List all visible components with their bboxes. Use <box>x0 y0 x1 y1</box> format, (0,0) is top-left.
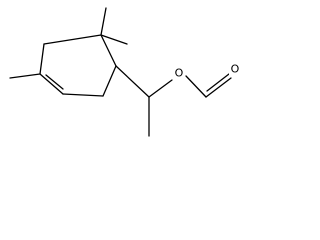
bond-ester-o-to-carbon <box>185 75 207 98</box>
bond-c4-c5 <box>102 65 117 97</box>
bond-c5-c6 <box>100 34 117 67</box>
bond-ring-to-chain <box>115 65 150 98</box>
bond-c3-c4 <box>62 93 104 97</box>
bond-chain-to-ester-o <box>148 79 173 98</box>
bond-carbonyl-double-outer <box>205 77 232 98</box>
ester-oxygen-bg <box>173 67 184 80</box>
bond-c2-c3-double <box>39 73 64 95</box>
bond-c6-c1 <box>43 34 102 45</box>
carbonyl-oxygen-label: O <box>231 63 240 76</box>
bond-c2-c3-double-inner <box>45 74 64 90</box>
bond-gem-methyl-1 <box>100 7 107 36</box>
bond-carbonyl-double-inner <box>206 73 230 92</box>
carbonyl-oxygen-bg <box>229 63 241 76</box>
bond-c1-c2 <box>39 43 45 75</box>
bond-ring-methyl <box>9 73 41 79</box>
bond-gem-methyl-2 <box>100 34 128 45</box>
ester-oxygen-label: O <box>175 67 184 80</box>
structure-diagram: O O <box>9 7 241 137</box>
molecule-drawing: O O <box>0 0 252 143</box>
